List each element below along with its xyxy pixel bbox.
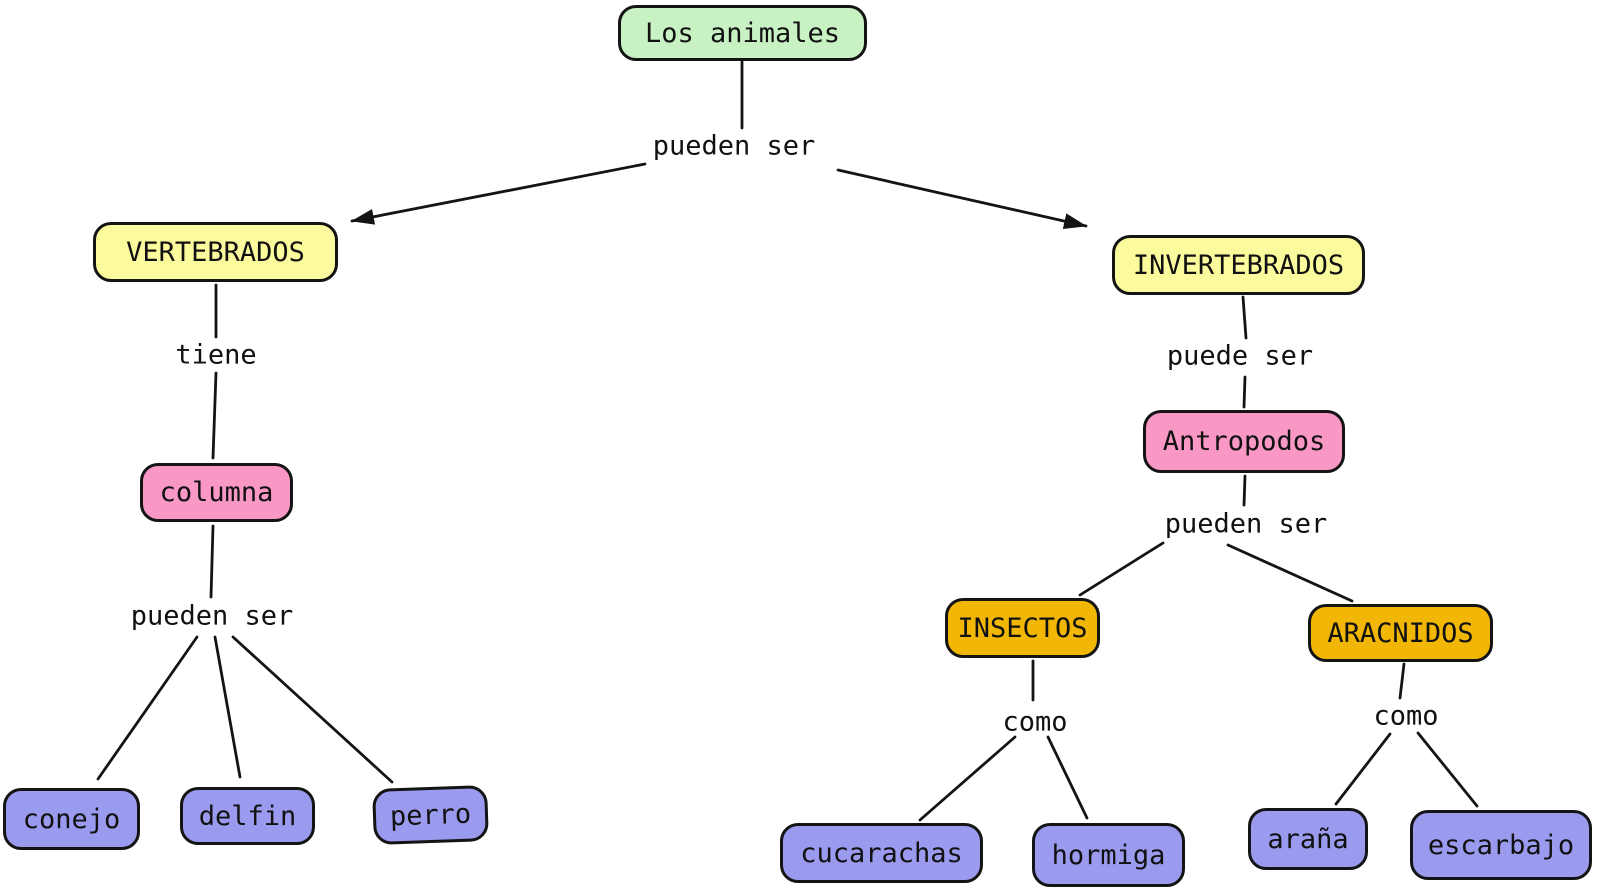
connector-line xyxy=(211,371,218,460)
connector-line xyxy=(1241,295,1248,340)
concept-node-los-animales[interactable]: Los animales xyxy=(618,5,867,61)
concept-label: delfin xyxy=(198,800,297,832)
connector-line xyxy=(1226,543,1354,603)
concept-node-delfin[interactable]: delfin xyxy=(180,787,315,845)
concept-node-escarbajo[interactable]: escarbajo xyxy=(1410,810,1592,880)
concept-node-arana[interactable]: araña xyxy=(1248,808,1368,870)
concept-node-invertebrados[interactable]: INVERTEBRADOS xyxy=(1112,235,1365,295)
concept-label: INVERTEBRADOS xyxy=(1132,249,1345,281)
concept-label: ARACNIDOS xyxy=(1327,617,1474,649)
concept-node-antropodos[interactable]: Antropodos xyxy=(1143,410,1345,473)
connector-line xyxy=(213,635,242,779)
linking-phrase-tiene[interactable]: tiene xyxy=(175,339,257,371)
linking-phrase-pueden-ser-left[interactable]: pueden ser xyxy=(130,600,294,632)
concept-node-perro[interactable]: perro xyxy=(372,785,489,845)
concept-node-cucarachas[interactable]: cucarachas xyxy=(780,823,983,883)
connector-line xyxy=(1242,474,1247,507)
connector-line xyxy=(1416,731,1479,808)
concept-label: conejo xyxy=(22,803,121,835)
concept-label: Los animales xyxy=(644,17,841,49)
connector-line xyxy=(1046,735,1089,820)
concept-label: escarbajo xyxy=(1427,829,1575,861)
linking-phrase-pueden-ser-top[interactable]: pueden ser xyxy=(652,130,816,162)
concept-node-vertebrados[interactable]: VERTEBRADOS xyxy=(93,222,338,282)
connector-line-arrow xyxy=(350,162,647,225)
linking-phrase-pueden-ser-right[interactable]: pueden ser xyxy=(1164,508,1328,540)
connector-line xyxy=(1398,662,1406,700)
linking-phrase-como-left[interactable]: como xyxy=(1002,706,1068,738)
connector-line xyxy=(1334,732,1392,806)
connector-line xyxy=(96,635,199,781)
linking-phrase-puede-ser-right[interactable]: puede ser xyxy=(1166,340,1314,372)
concept-label: hormiga xyxy=(1051,839,1166,871)
connector-line xyxy=(231,635,394,784)
connector-line-arrow xyxy=(836,168,1088,229)
linking-phrase-como-right[interactable]: como xyxy=(1373,700,1439,732)
concept-label: cucarachas xyxy=(800,837,963,869)
connector-line xyxy=(1242,375,1247,409)
connector-line xyxy=(918,735,1017,822)
concept-node-columna[interactable]: columna xyxy=(140,463,293,522)
concept-label: VERTEBRADOS xyxy=(126,236,305,268)
concept-node-conejo[interactable]: conejo xyxy=(3,788,140,850)
concept-label: INSECTOS xyxy=(957,612,1088,644)
concept-node-insectos[interactable]: INSECTOS xyxy=(945,598,1100,658)
connector-line xyxy=(209,524,215,599)
concept-label: Antropodos xyxy=(1162,426,1326,457)
connector-line xyxy=(1078,541,1165,597)
concept-label: perro xyxy=(389,798,472,832)
concept-node-aracnidos[interactable]: ARACNIDOS xyxy=(1308,604,1493,662)
concept-label: araña xyxy=(1267,823,1349,855)
concept-node-hormiga[interactable]: hormiga xyxy=(1032,823,1185,887)
concept-label: columna xyxy=(159,477,274,508)
